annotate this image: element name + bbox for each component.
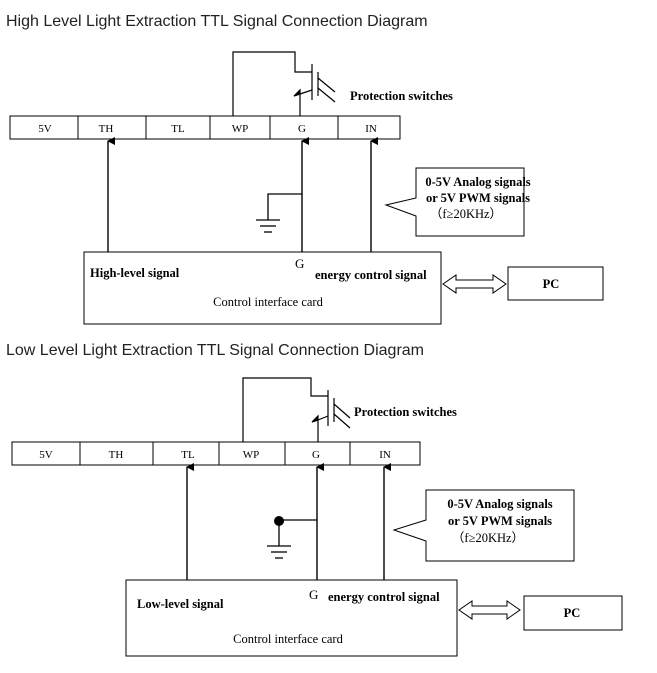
- connector-strip: 5V TH TL WP G IN: [9, 115, 401, 140]
- g-label: G: [295, 256, 304, 271]
- pin-in-label: IN: [365, 123, 377, 135]
- junction-dot: [274, 516, 284, 526]
- diagram-title-low-level: Low Level Light Extraction TTL Signal Co…: [6, 342, 424, 359]
- pc-label: PC: [543, 277, 560, 291]
- analog-note-line-2: or 5V PWM signals: [426, 191, 530, 205]
- control-interface-card: [125, 579, 458, 657]
- pc-label: PC: [564, 606, 581, 620]
- g-label: G: [309, 587, 318, 602]
- protection-switch: [232, 51, 336, 116]
- connector-strip: 5V TH TL WP G IN: [11, 441, 421, 466]
- bidirectional-arrow: [458, 600, 521, 620]
- analog-note-line-1: 0-5V Analog signals: [447, 497, 552, 511]
- ground-symbol: [256, 193, 302, 233]
- pc-box: [523, 595, 623, 631]
- pin-5v-label: 5V: [39, 449, 53, 461]
- analog-note-line-1: 0-5V Analog signals: [425, 175, 530, 189]
- pin-wp-label: WP: [243, 449, 260, 461]
- pin-g-label: G: [298, 123, 306, 135]
- analog-note-line-3: （f≥20KHz）: [430, 207, 502, 221]
- protection-switch: [242, 377, 351, 442]
- ground-symbol: [267, 519, 317, 559]
- signal-lines: [107, 137, 378, 252]
- pin-tl-label: TL: [181, 449, 195, 461]
- energy-control-signal-label: energy control signal: [328, 590, 440, 604]
- energy-control-signal-label: energy control signal: [315, 268, 427, 282]
- pin-th-label: TH: [99, 123, 114, 135]
- low-level-signal-label: Low-level signal: [137, 597, 224, 611]
- protection-switches-label: Protection switches: [354, 405, 457, 419]
- pin-th-label: TH: [109, 449, 124, 461]
- control-interface-card-label: Control interface card: [233, 632, 343, 646]
- pin-tl-label: TL: [171, 123, 185, 135]
- pin-in-label: IN: [379, 449, 391, 461]
- protection-switches-label: Protection switches: [350, 89, 453, 103]
- analog-note-line-3: （f≥20KHz）: [452, 531, 524, 545]
- pin-wp-label: WP: [232, 123, 249, 135]
- pc-box: [507, 266, 604, 301]
- high-level-connection-diagram: 5V TH TL WP G IN Protection switches 0-5…: [9, 51, 604, 325]
- signal-lines: [186, 463, 391, 580]
- high-level-signal-label: High-level signal: [90, 266, 180, 280]
- diagram-title-high-level: High Level Light Extraction TTL Signal C…: [6, 13, 428, 30]
- analog-signal-callout: 0-5V Analog signals or 5V PWM signals （f…: [384, 167, 531, 237]
- control-interface-card-label: Control interface card: [213, 295, 323, 309]
- bidirectional-arrow: [442, 274, 507, 294]
- control-interface-card: [83, 251, 442, 325]
- analog-signal-callout: 0-5V Analog signals or 5V PWM signals （f…: [392, 489, 575, 562]
- pin-5v-label: 5V: [38, 123, 52, 135]
- analog-note-line-2: or 5V PWM signals: [448, 514, 552, 528]
- low-level-connection-diagram: 5V TH TL WP G IN Protection switches 0-5…: [11, 377, 623, 657]
- pin-g-label: G: [312, 449, 320, 461]
